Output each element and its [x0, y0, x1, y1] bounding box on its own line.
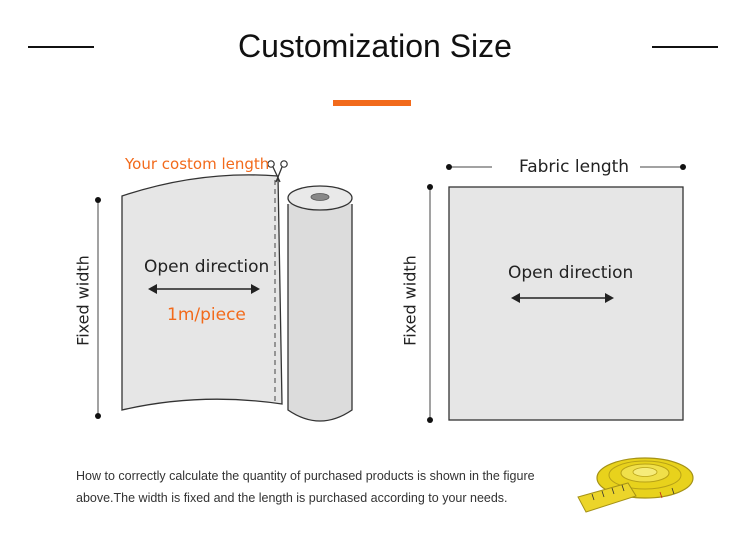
piece-size-label: 1m/piece: [167, 305, 246, 325]
custom-length-label: Your costom length: [125, 155, 270, 173]
fabric-length-label: Fabric length: [519, 157, 630, 177]
title-rule-right: [652, 46, 718, 48]
open-direction-label-right: Open direction: [508, 263, 634, 283]
title-accent-bar: [333, 100, 411, 106]
fabric-roll: [287, 204, 353, 422]
fabric-roll-diagram: [95, 160, 353, 422]
dimension-dot: [680, 164, 686, 170]
dimension-dot: [427, 184, 433, 190]
dimension-dot: [427, 417, 433, 423]
instructions-line-2: above.The width is fixed and the length …: [76, 491, 508, 505]
dimension-dot: [95, 413, 101, 419]
title-rule-left: [28, 46, 94, 48]
open-direction-arrow: [511, 293, 614, 303]
open-direction-arrow: [148, 284, 260, 294]
instructions-text: How to correctly calculate the quantity …: [76, 465, 576, 509]
fixed-width-label-right: Fixed width: [400, 255, 420, 346]
scissors-icon: [267, 160, 288, 183]
roll-core: [310, 193, 330, 201]
instructions-line-1: How to correctly calculate the quantity …: [76, 469, 535, 483]
fixed-width-label-left: Fixed width: [73, 255, 93, 346]
open-direction-label-left: Open direction: [144, 257, 270, 277]
fabric-panel: [448, 186, 684, 421]
measuring-tape-icon: [577, 457, 694, 513]
fabric-sheet-diagram: [427, 164, 686, 423]
page-title: Customization Size: [238, 28, 512, 64]
fabric-sheet: [121, 174, 283, 411]
dimension-dot: [95, 197, 101, 203]
dimension-dot: [446, 164, 452, 170]
